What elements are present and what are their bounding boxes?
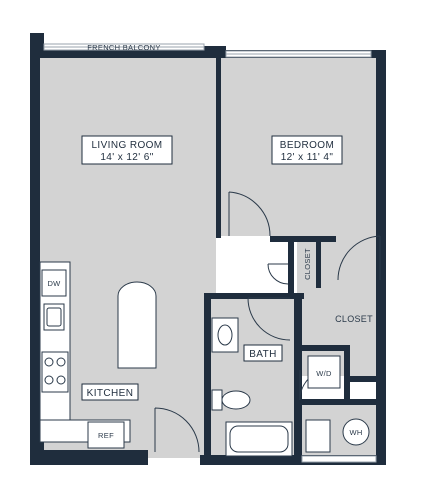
bath-label-box: [243, 344, 283, 362]
small-closet-label: CLOSET: [303, 248, 312, 280]
wall-bottom-right: [200, 455, 386, 465]
kitchen-label: KITCHEN: [87, 388, 134, 399]
living-room-dims: 14' x 12' 6": [100, 152, 153, 163]
wall-wd-right: [344, 345, 350, 405]
refrigerator-label: REF: [98, 431, 114, 440]
bath-fixtures: [211, 317, 293, 457]
dishwasher: [41, 269, 67, 297]
burner-3: [44, 375, 54, 385]
washer-dryer-label: W/D: [316, 369, 332, 378]
wall-divider: [216, 50, 221, 238]
refrigerator: [87, 421, 125, 449]
burner-2: [56, 357, 66, 367]
toilet-tank: [211, 389, 223, 411]
bedroom-dims: 12' x 11' 4": [281, 152, 334, 163]
wall-small-closet-left: [288, 236, 294, 294]
washer-dryer: [307, 355, 341, 389]
living-room-label-box: [81, 135, 173, 165]
wall-bath-top: [204, 293, 304, 299]
wall-small-closet-right: [316, 236, 321, 288]
stove: [41, 351, 69, 393]
walls: [30, 33, 386, 465]
wall-bottom-left: [30, 450, 148, 465]
bedroom-closet-floor: [297, 236, 379, 376]
living-room-name: LIVING ROOM: [91, 140, 162, 151]
wall-top-living: [40, 50, 216, 58]
entry-door: [154, 407, 200, 453]
bottom-window-frame: [301, 455, 377, 463]
french-balcony-label: FRENCH BALCONY: [87, 43, 160, 52]
bathtub-basin: [229, 425, 289, 453]
toilet-bowl: [221, 390, 251, 410]
french-balcony: FRENCH BALCONY: [43, 43, 205, 52]
wall-bath-right: [294, 293, 302, 465]
wall-wd-bottom: [300, 399, 386, 405]
kitchen-counter: [39, 261, 131, 449]
wall-wd-top: [300, 345, 348, 351]
bedroom-door: [228, 191, 271, 237]
wall-closet-bottom-right: [350, 376, 386, 382]
dishwasher-label: DW: [47, 279, 61, 288]
utility-box: [305, 419, 331, 453]
bath-door: [247, 297, 291, 341]
bedroom-closet-label: CLOSET: [335, 314, 373, 324]
burner-1: [44, 357, 54, 367]
bath-label: BATH: [249, 349, 277, 360]
water-heater-label: WH: [349, 428, 362, 437]
bedroom-name: BEDROOM: [280, 140, 334, 151]
wall-left: [30, 33, 40, 465]
sink-basin: [46, 307, 62, 327]
bedroom-label-box: [271, 135, 343, 165]
bedroom-window: [225, 50, 372, 58]
kitchen-island: [117, 281, 157, 369]
wall-bath-left: [204, 293, 211, 465]
water-heater: [342, 418, 370, 446]
kitchen-label-box: [81, 383, 139, 401]
vanity-basin: [217, 324, 233, 346]
bottom-window: [301, 455, 377, 463]
doors: [154, 191, 381, 453]
burner-4: [56, 375, 66, 385]
wall-right: [376, 50, 386, 465]
bedroom-closet-door: [337, 235, 381, 281]
small-closet-door: [267, 263, 289, 285]
